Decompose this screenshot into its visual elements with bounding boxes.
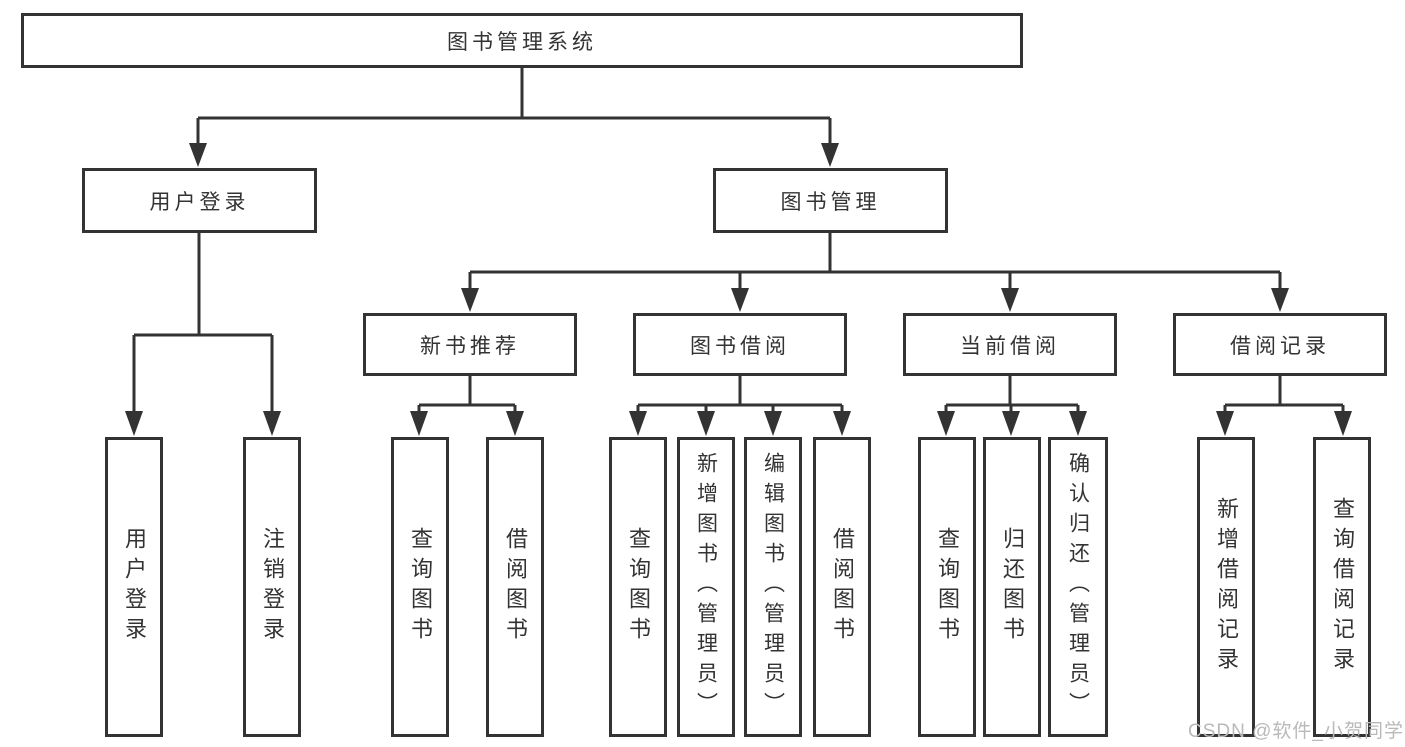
- leaf-borrow-query-books: 查询图书: [609, 437, 667, 737]
- leaf-logout: 注销登录: [243, 437, 301, 737]
- leaf-current-return-books: 归还图书: [983, 437, 1041, 737]
- leaf-current-return-books-label: 归还图书: [1000, 527, 1025, 647]
- node-root-label: 图书管理系统: [447, 30, 597, 54]
- leaf-recommend-borrow-books-label: 借阅图书: [503, 527, 528, 647]
- leaf-recommend-query-books: 查询图书: [391, 437, 449, 737]
- leaf-recommend-borrow-books: 借阅图书: [486, 437, 544, 737]
- node-book-management-label: 图书管理: [780, 190, 881, 214]
- node-book-management: 图书管理: [713, 168, 948, 233]
- leaf-borrow-borrow-books-label: 借阅图书: [830, 527, 855, 647]
- leaf-borrow-add-books-admin: 新增图书（管理员）: [677, 437, 735, 737]
- leaf-recommend-query-books-label: 查询图书: [408, 527, 433, 647]
- node-user-login: 用户登录: [82, 168, 317, 233]
- leaf-current-confirm-return-admin: 确认归还（管理员）: [1048, 437, 1108, 737]
- node-new-book-recommend-label: 新书推荐: [420, 334, 520, 358]
- leaf-borrow-edit-books-admin-label: 编辑图书（管理员）: [761, 452, 785, 722]
- node-book-borrow: 图书借阅: [633, 313, 847, 376]
- leaf-user-login-label: 用户登录: [122, 527, 147, 647]
- leaf-user-login: 用户登录: [105, 437, 163, 737]
- leaf-current-query-books-label: 查询图书: [935, 527, 960, 647]
- node-borrow-records: 借阅记录: [1173, 313, 1387, 376]
- node-book-borrow-label: 图书借阅: [690, 334, 790, 358]
- node-current-borrow: 当前借阅: [903, 313, 1117, 376]
- csdn-watermark: CSDN @软件_小贺同学: [1188, 721, 1404, 742]
- node-root: 图书管理系统: [21, 13, 1023, 68]
- leaf-borrow-query-books-label: 查询图书: [626, 527, 651, 647]
- arrowheads: [125, 143, 1352, 436]
- leaf-records-query-record-label: 查询借阅记录: [1330, 497, 1355, 677]
- node-user-login-label: 用户登录: [149, 190, 250, 214]
- leaf-borrow-add-books-admin-label: 新增图书（管理员）: [694, 452, 718, 722]
- leaf-records-add-record: 新增借阅记录: [1197, 437, 1255, 737]
- leaf-borrow-edit-books-admin: 编辑图书（管理员）: [744, 437, 802, 737]
- node-new-book-recommend: 新书推荐: [363, 313, 577, 376]
- leaf-current-query-books: 查询图书: [918, 437, 976, 737]
- leaf-logout-label: 注销登录: [260, 527, 285, 647]
- leaf-current-confirm-return-admin-label: 确认归还（管理员）: [1066, 452, 1090, 722]
- leaf-records-query-record: 查询借阅记录: [1313, 437, 1371, 737]
- leaf-borrow-borrow-books: 借阅图书: [813, 437, 871, 737]
- node-borrow-records-label: 借阅记录: [1230, 334, 1330, 358]
- leaf-records-add-record-label: 新增借阅记录: [1214, 497, 1239, 677]
- node-current-borrow-label: 当前借阅: [960, 334, 1060, 358]
